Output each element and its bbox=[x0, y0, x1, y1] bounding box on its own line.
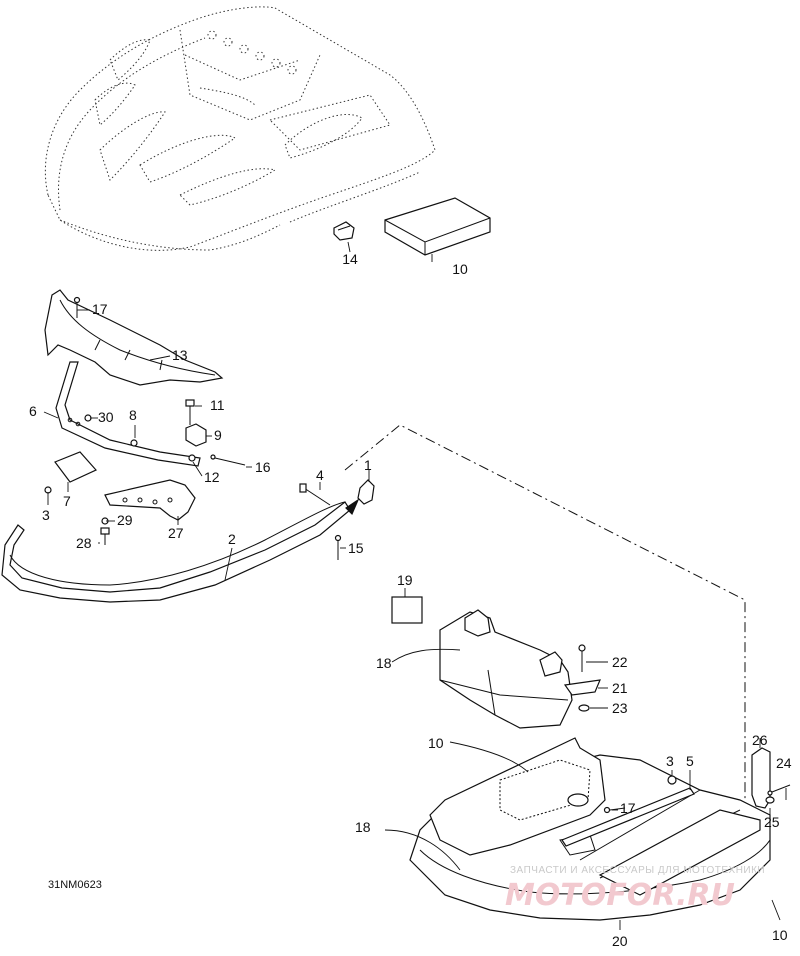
callout-26: 26 bbox=[752, 732, 768, 748]
watermark: ЗАПЧАСТИ И АКСЕССУАРЫ ДЛЯ МОТОТЕХНИКИ MO… bbox=[505, 865, 765, 913]
callout-10-top: 10 bbox=[452, 261, 468, 277]
callout-30: 30 bbox=[98, 409, 114, 425]
side-rail-part-5 bbox=[561, 787, 695, 847]
fasteners-21-23 bbox=[563, 644, 601, 712]
bracket-part-18-upper bbox=[439, 609, 573, 729]
bracket-part-26 bbox=[751, 747, 771, 809]
hood-illustration bbox=[44, 6, 436, 251]
callout-27: 27 bbox=[168, 525, 184, 541]
callout-16: 16 bbox=[255, 459, 271, 475]
bumper-assembly bbox=[44, 289, 342, 560]
clip-part-14 bbox=[333, 221, 355, 241]
callout-3-right: 3 bbox=[666, 753, 674, 769]
callout-18-upper: 18 bbox=[376, 655, 392, 671]
callout-28: 28 bbox=[76, 535, 92, 551]
assembly-line bbox=[344, 424, 746, 800]
callout-18-lower: 18 bbox=[355, 819, 371, 835]
diagram-code: 31NM0623 bbox=[48, 879, 102, 891]
callout-7: 7 bbox=[63, 493, 71, 509]
label-part-19 bbox=[391, 596, 423, 624]
callout-24: 24 bbox=[776, 755, 792, 771]
callout-6: 6 bbox=[29, 403, 37, 419]
callout-3-left: 3 bbox=[42, 507, 50, 523]
foam-pad-part-10 bbox=[384, 197, 491, 256]
watermark-brand: MOTOFOR.RU bbox=[505, 878, 735, 913]
callout-1: 1 bbox=[364, 457, 372, 473]
lower-fasteners bbox=[603, 775, 791, 814]
callout-4: 4 bbox=[316, 467, 324, 483]
callout-17-top: 17 bbox=[92, 301, 108, 317]
callout-12: 12 bbox=[204, 469, 220, 485]
watermark-caption: ЗАПЧАСТИ И АКСЕССУАРЫ ДЛЯ МОТОТЕХНИКИ bbox=[510, 865, 765, 876]
callout-19: 19 bbox=[397, 572, 413, 588]
callout-17-bottom: 17 bbox=[620, 800, 636, 816]
callout-21: 21 bbox=[612, 680, 628, 696]
leader-lines bbox=[43, 309, 787, 930]
callout-23: 23 bbox=[612, 700, 628, 716]
clip-part-1 bbox=[345, 479, 375, 516]
callout-29: 29 bbox=[117, 512, 133, 528]
callout-25: 25 bbox=[764, 814, 780, 830]
callout-11: 11 bbox=[210, 397, 225, 413]
callout-8: 8 bbox=[129, 407, 137, 423]
callout-14: 14 bbox=[342, 251, 358, 267]
callout-20: 20 bbox=[612, 933, 628, 949]
callout-labels: 14 10 17 13 6 30 8 11 9 16 12 1 4 3 7 29… bbox=[29, 251, 792, 949]
callout-10-mid: 10 bbox=[428, 735, 444, 751]
callout-22: 22 bbox=[612, 654, 628, 670]
front-bumper-part-2 bbox=[1, 501, 351, 603]
callout-9: 9 bbox=[214, 427, 222, 443]
callout-13: 13 bbox=[172, 347, 188, 363]
callout-15: 15 bbox=[348, 540, 364, 556]
callout-10-bottom: 10 bbox=[772, 927, 788, 943]
callout-2: 2 bbox=[228, 531, 236, 547]
callout-5: 5 bbox=[686, 753, 694, 769]
